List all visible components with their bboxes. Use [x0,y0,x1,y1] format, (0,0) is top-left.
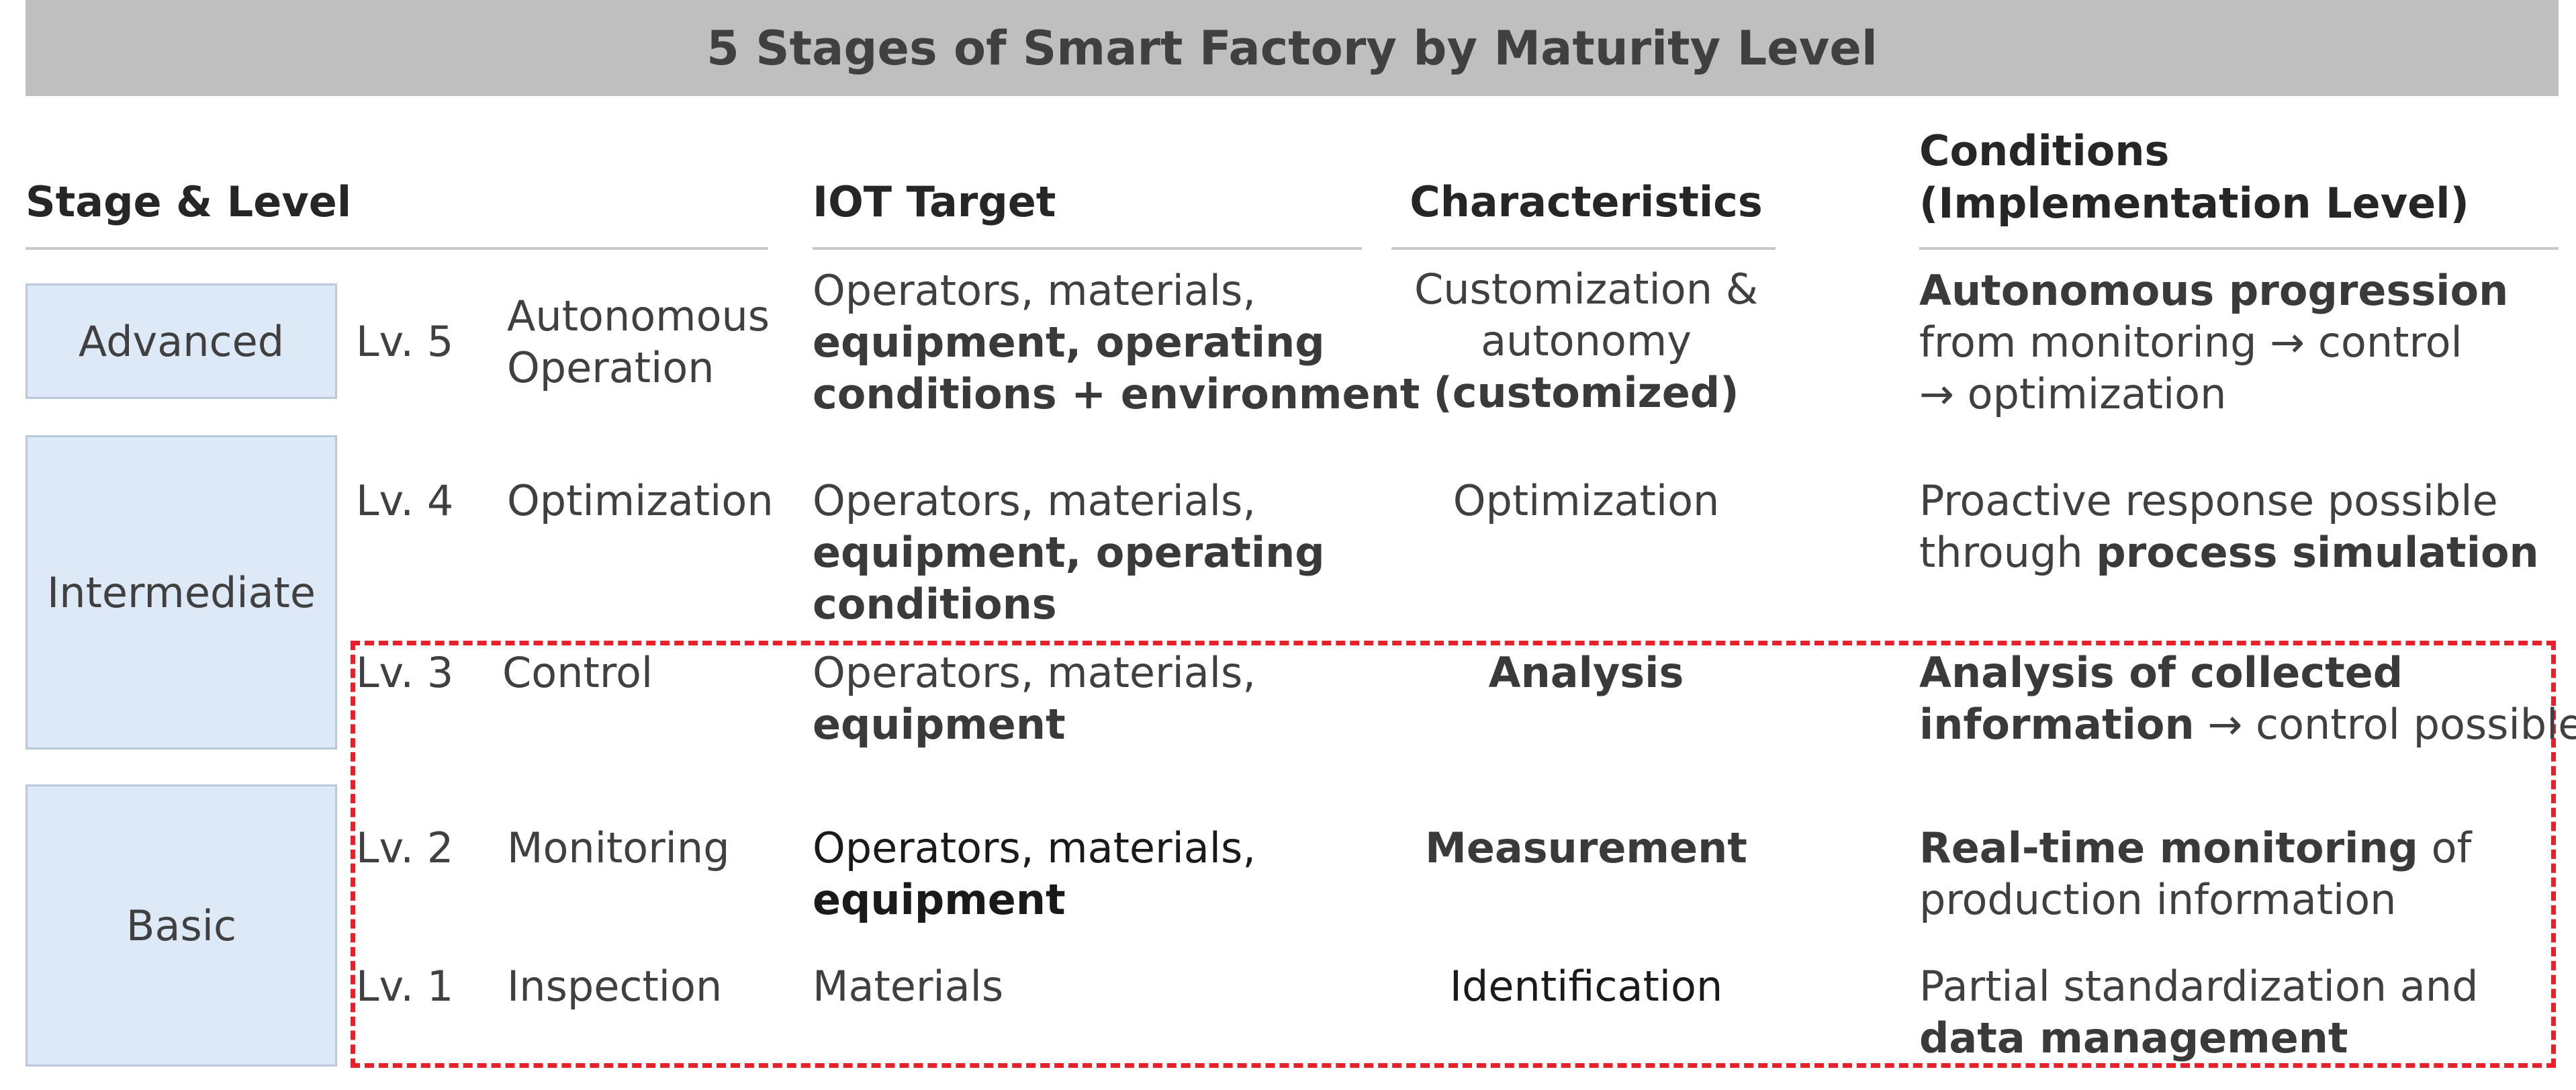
row-iot-1: Materials [813,962,1004,1011]
row-conditions-2: Real-time monitoring of production infor… [1919,823,2472,924]
row-name-3: Control [502,648,653,697]
row-conditions-1: Partial standardization and data managem… [1919,962,2479,1062]
row-name-5: Autonomous Operation [507,291,770,392]
row-name-1: Inspection [507,962,723,1011]
row-conditions-4: Proactive response possible through proc… [1919,476,2539,577]
row-iot-5: Operators, materials, equipment, operati… [813,266,1420,418]
row-name-4: Optimization [507,476,774,525]
row-level-2: Lv. 2 [356,823,454,872]
row-level-5: Lv. 5 [356,317,454,366]
row-conditions-3: Analysis of collected information → cont… [1919,648,2576,749]
row-level-1: Lv. 1 [356,962,454,1011]
row-level-4: Lv. 4 [356,476,454,525]
stage-box-advanced: Advanced [26,283,337,399]
row-characteristics-3: Analysis [1488,648,1684,697]
divider-stage-level [26,247,768,250]
stage-box-intermediate: Intermediate [26,435,337,750]
divider-characteristics [1391,247,1776,250]
header-conditions-line2: (Implementation Level) [1919,179,2469,228]
title-banner: 5 Stages of Smart Factory by Maturity Le… [26,0,2559,96]
row-level-3: Lv. 3 [356,648,454,697]
row-characteristics-2: Measurement [1425,823,1747,872]
highlight-dashed-box [351,641,2556,1068]
header-iot-target: IOT Target [813,177,1056,226]
stage-label-basic: Basic [126,901,237,950]
row-name-2: Monitoring [507,823,730,872]
stage-label-advanced: Advanced [78,316,285,366]
header-characteristics: Characteristics [1410,177,1763,226]
header-stage-level: Stage & Level [26,177,352,226]
row-iot-3: Operators, materials, equipment [813,648,1256,749]
header-conditions: Conditions (Implementation Level) [1919,125,2469,230]
divider-conditions [1919,247,2559,250]
row-conditions-5: Autonomous progression from monitoring →… [1919,266,2509,418]
divider-iot-target [813,247,1362,250]
row-iot-4: Operators, materials, equipment, operati… [813,476,1325,629]
row-characteristics-5: Customization & autonomy (customized) [1414,265,1759,417]
header-conditions-line1: Conditions [1919,126,2170,175]
row-iot-2: Operators, materials, equipment [813,823,1256,924]
page-title: 5 Stages of Smart Factory by Maturity Le… [706,20,1878,76]
row-characteristics-1: Identification [1449,962,1723,1011]
row-characteristics-4: Optimization [1453,476,1720,525]
stage-label-intermediate: Intermediate [46,567,316,617]
stage-box-basic: Basic [26,784,337,1066]
